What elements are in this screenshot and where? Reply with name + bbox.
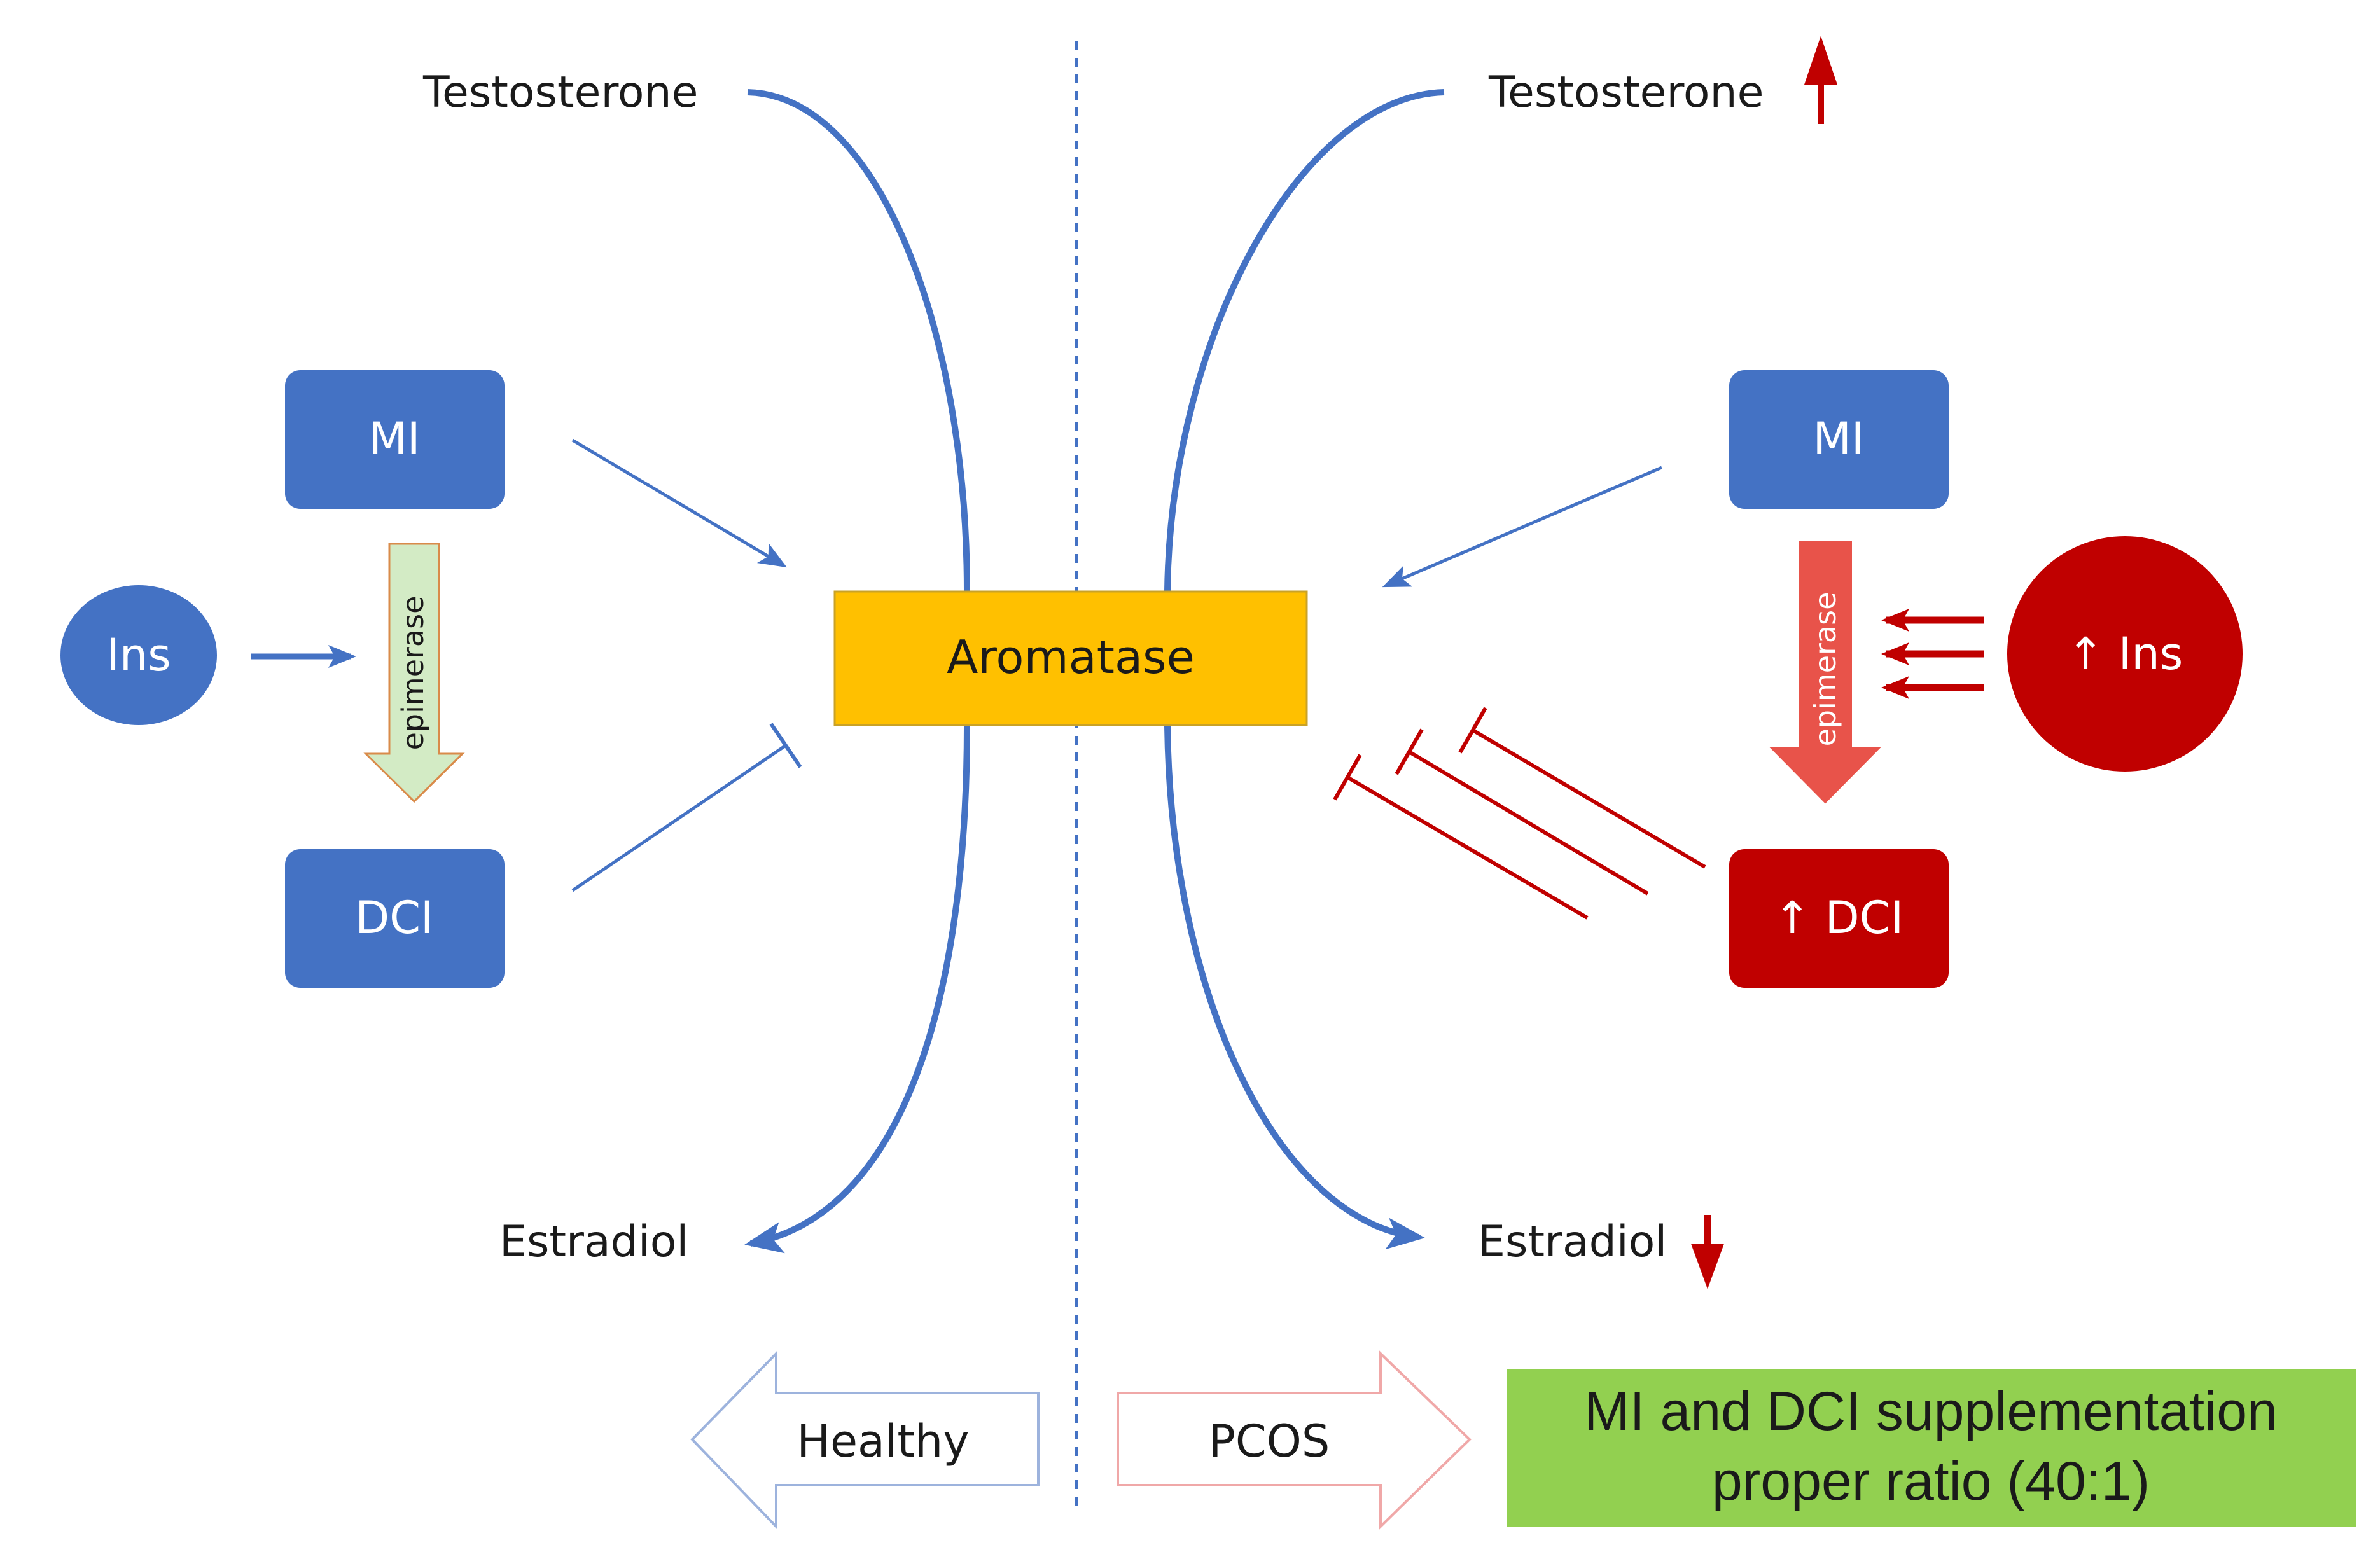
left-dci-label: DCI bbox=[355, 892, 433, 944]
left-dci-inhibit-bar bbox=[769, 723, 802, 768]
pcos-arrow bbox=[1117, 1350, 1472, 1530]
right-mi-box bbox=[1729, 370, 1949, 509]
right-estradiol-label: Estradiol bbox=[1478, 1217, 1667, 1267]
right-dci-inhibit-bar-3 bbox=[1333, 754, 1362, 801]
right-dci-box bbox=[1729, 849, 1949, 988]
healthy-arrow bbox=[690, 1350, 1040, 1530]
left-lower-curve-arrow bbox=[744, 724, 970, 1254]
estradiol-down-arrow-icon bbox=[1690, 1215, 1725, 1289]
aromatase-box bbox=[833, 590, 1308, 726]
left-ins-label: Ins bbox=[106, 629, 170, 681]
left-epimerase-label: epimerase bbox=[396, 596, 430, 751]
pcos-label: PCOS bbox=[1209, 1415, 1330, 1467]
right-dci-inhibit-bar-1 bbox=[1458, 707, 1487, 754]
right-dci-inhibit-bar-2 bbox=[1395, 728, 1424, 775]
right-dci-inhibit-line-1 bbox=[1472, 728, 1706, 869]
left-dci-box bbox=[285, 849, 505, 988]
right-dci-inhibit-line-2 bbox=[1408, 750, 1649, 896]
left-mi-box bbox=[285, 370, 505, 509]
right-dci-inhibit-line-3 bbox=[1346, 775, 1589, 920]
right-mi-label: MI bbox=[1813, 413, 1864, 465]
right-ins-label: ↑ Ins bbox=[2067, 628, 2183, 680]
left-testosterone-label: Testosterone bbox=[422, 67, 698, 118]
right-upper-curve bbox=[1164, 89, 1445, 592]
right-testosterone-label: Testosterone bbox=[1488, 67, 1764, 118]
right-epimerase-label: epimerase bbox=[1808, 592, 1842, 747]
left-mi-label: MI bbox=[368, 413, 420, 465]
testosterone-up-arrow-icon bbox=[1804, 36, 1837, 124]
left-estradiol-label: Estradiol bbox=[499, 1217, 688, 1267]
supplement-line-1: MI and DCI supplementation bbox=[1584, 1381, 2278, 1442]
aromatase-label: Aromatase bbox=[947, 630, 1195, 684]
supplement-box bbox=[1507, 1369, 2356, 1527]
left-mi-to-aromatase-arrow bbox=[571, 438, 787, 568]
left-epimerase-arrow bbox=[363, 543, 465, 803]
right-mi-to-aromatase-arrow bbox=[1382, 466, 1662, 588]
left-upper-curve bbox=[747, 89, 970, 592]
supplement-line-2: proper ratio (40:1) bbox=[1712, 1451, 2150, 1512]
healthy-label: Healthy bbox=[797, 1415, 969, 1467]
right-lower-curve-arrow bbox=[1164, 724, 1425, 1250]
left-dci-inhibit-line bbox=[571, 744, 787, 892]
right-dci-label: ↑ DCI bbox=[1774, 892, 1903, 944]
right-epimerase-arrow bbox=[1769, 541, 1882, 804]
right-ins-circle bbox=[2007, 536, 2243, 772]
left-ins-circle bbox=[60, 585, 217, 725]
